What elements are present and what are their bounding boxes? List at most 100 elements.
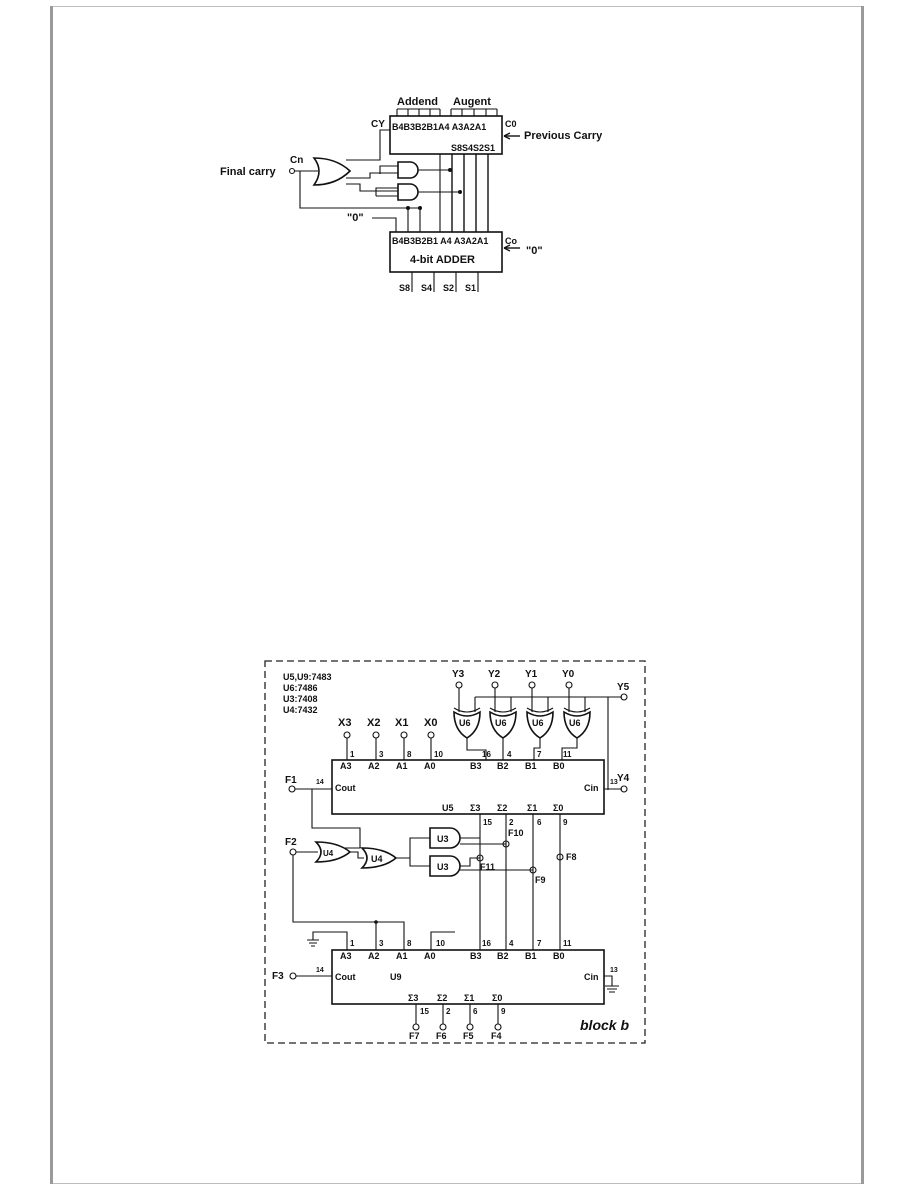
f9-label: F9 (535, 875, 546, 885)
x0-label: X0 (424, 717, 437, 729)
output-f4: F4 (491, 1031, 502, 1041)
u9-b1-pin-num: 7 (537, 939, 542, 948)
u5-sum2: Σ2 (497, 803, 507, 813)
u9-a0-pin-num: 10 (436, 939, 445, 948)
u5-a2-pin: A2 (368, 761, 380, 771)
u9-b3-pin-num: 16 (482, 939, 491, 948)
u9-b2-pin: B2 (497, 951, 509, 961)
u9-cin: Cin (584, 972, 599, 982)
u5-sum3: Σ3 (470, 803, 480, 813)
u9-b0-pin-num: 11 (563, 939, 572, 948)
u9-b1-pin: B1 (525, 951, 537, 961)
addend-label: Addend (397, 96, 438, 108)
x1-label: X1 (395, 717, 408, 729)
u5-b1-pin-num: 7 (537, 750, 542, 759)
lower-pins-label: B4B3B2B1 A4 A3A2A1 (392, 236, 488, 246)
u9-sum1-pin: 6 (473, 1007, 478, 1016)
previous-carry-label: Previous Carry (524, 130, 603, 142)
u9-b3-pin: B3 (470, 951, 482, 961)
lower-adder-title: 4-bit ADDER (410, 254, 475, 266)
xor-gate-u6-3 (526, 710, 554, 739)
xor-u6-label-3: U6 (532, 718, 544, 728)
output-f6: F6 (436, 1031, 447, 1041)
legend-line-3: U3:7408 (283, 694, 318, 704)
f10-label: F10 (508, 828, 524, 838)
u5-a0-pin: A0 (424, 761, 436, 771)
xor-u6-label-2: U6 (495, 718, 507, 728)
upper-cy-label: CY (371, 119, 385, 130)
or-gate-u4-left (314, 841, 352, 863)
u5-b0-pin-num: 11 (563, 750, 572, 759)
u5-cout: Cout (335, 783, 356, 793)
u9-name: U9 (390, 972, 402, 982)
xor-u6-label-4: U6 (569, 718, 581, 728)
lower-adder-box (389, 231, 503, 273)
block-b-title: block b (580, 1017, 629, 1033)
u9-a2-pin: A2 (368, 951, 380, 961)
y2-label: Y2 (488, 669, 501, 680)
u9-sum0-pin: 9 (501, 1007, 506, 1016)
xor-gate-u6-1 (453, 710, 481, 739)
u9-a1-pin-num: 8 (407, 939, 412, 948)
u9-a0-pin: A0 (424, 951, 436, 961)
u5-b2-pin: B2 (497, 761, 509, 771)
u9-cin-pin: 13 (610, 967, 618, 974)
u5-a0-pin-num: 10 (434, 750, 443, 759)
f2-label: F2 (285, 837, 297, 848)
u5-cin: Cin (584, 783, 599, 793)
f1-label: F1 (285, 775, 297, 786)
x2-label: X2 (367, 717, 380, 729)
f3-label: F3 (272, 971, 284, 982)
output-s8: S8 (399, 283, 410, 293)
u9-sum3: Σ3 (408, 993, 418, 1003)
u9-cout: Cout (335, 972, 356, 982)
u9-sum3-pin: 15 (420, 1007, 429, 1016)
lower-co-label: Co (505, 236, 517, 246)
adder-u5-box (331, 759, 605, 815)
u5-sum0-pin: 9 (563, 818, 568, 827)
u5-a1-pin: A1 (396, 761, 408, 771)
u9-a3-pin: A3 (340, 951, 352, 961)
u9-sum0: Σ0 (492, 993, 502, 1003)
u5-b3-pin-num: 16 (482, 750, 491, 759)
upper-adder-box (389, 115, 503, 155)
u5-a3-pin: A3 (340, 761, 352, 771)
block-b-border (264, 660, 646, 1044)
final-carry-label: Final carry (220, 166, 277, 178)
output-f5: F5 (463, 1031, 474, 1041)
u9-sum2-pin: 2 (446, 1007, 451, 1016)
output-s2: S2 (443, 283, 454, 293)
u9-b2-pin-num: 4 (509, 939, 514, 948)
and-gate-top-1 (397, 161, 419, 179)
or-u4-label-right: U4 (371, 854, 383, 864)
and-u3-label-upper: U3 (437, 834, 449, 844)
u5-sum3-pin: 15 (483, 818, 492, 827)
u5-sum2-pin: 2 (509, 818, 514, 827)
y4-label: Y4 (617, 773, 630, 784)
bcd-adder-diagram: Addend Augent CY B4B3B2B1A4 A3A2A1 C0 S8… (220, 96, 603, 293)
u9-a1-pin: A1 (396, 951, 408, 961)
y5-label: Y5 (617, 682, 630, 693)
page-frame (50, 6, 864, 1184)
u5-cout-pin: 14 (316, 779, 324, 786)
or-gate-top (312, 157, 352, 186)
u5-b1-pin: B1 (525, 761, 537, 771)
output-s4: S4 (421, 283, 432, 293)
upper-sums-label: S8S4S2S1 (451, 143, 495, 153)
legend-line-2: U6:7486 (283, 683, 318, 693)
or-gate-u4-right (360, 847, 398, 869)
u5-name: U5 (442, 803, 454, 813)
f11-label: F11 (480, 862, 495, 872)
output-f7: F7 (409, 1031, 420, 1041)
u5-sum0: Σ0 (553, 803, 563, 813)
u9-cout-pin: 14 (316, 967, 324, 974)
y0-label: Y0 (562, 669, 575, 680)
u5-sum1: Σ1 (527, 803, 537, 813)
u5-a2-pin-num: 3 (379, 750, 384, 759)
u9-sum1: Σ1 (464, 993, 474, 1003)
zero-right-label: "0" (526, 245, 543, 257)
legend-line-4: U4:7432 (283, 705, 318, 715)
u9-a3-pin-num: 1 (350, 939, 355, 948)
x3-label: X3 (338, 717, 351, 729)
u9-b0-pin: B0 (553, 951, 565, 961)
